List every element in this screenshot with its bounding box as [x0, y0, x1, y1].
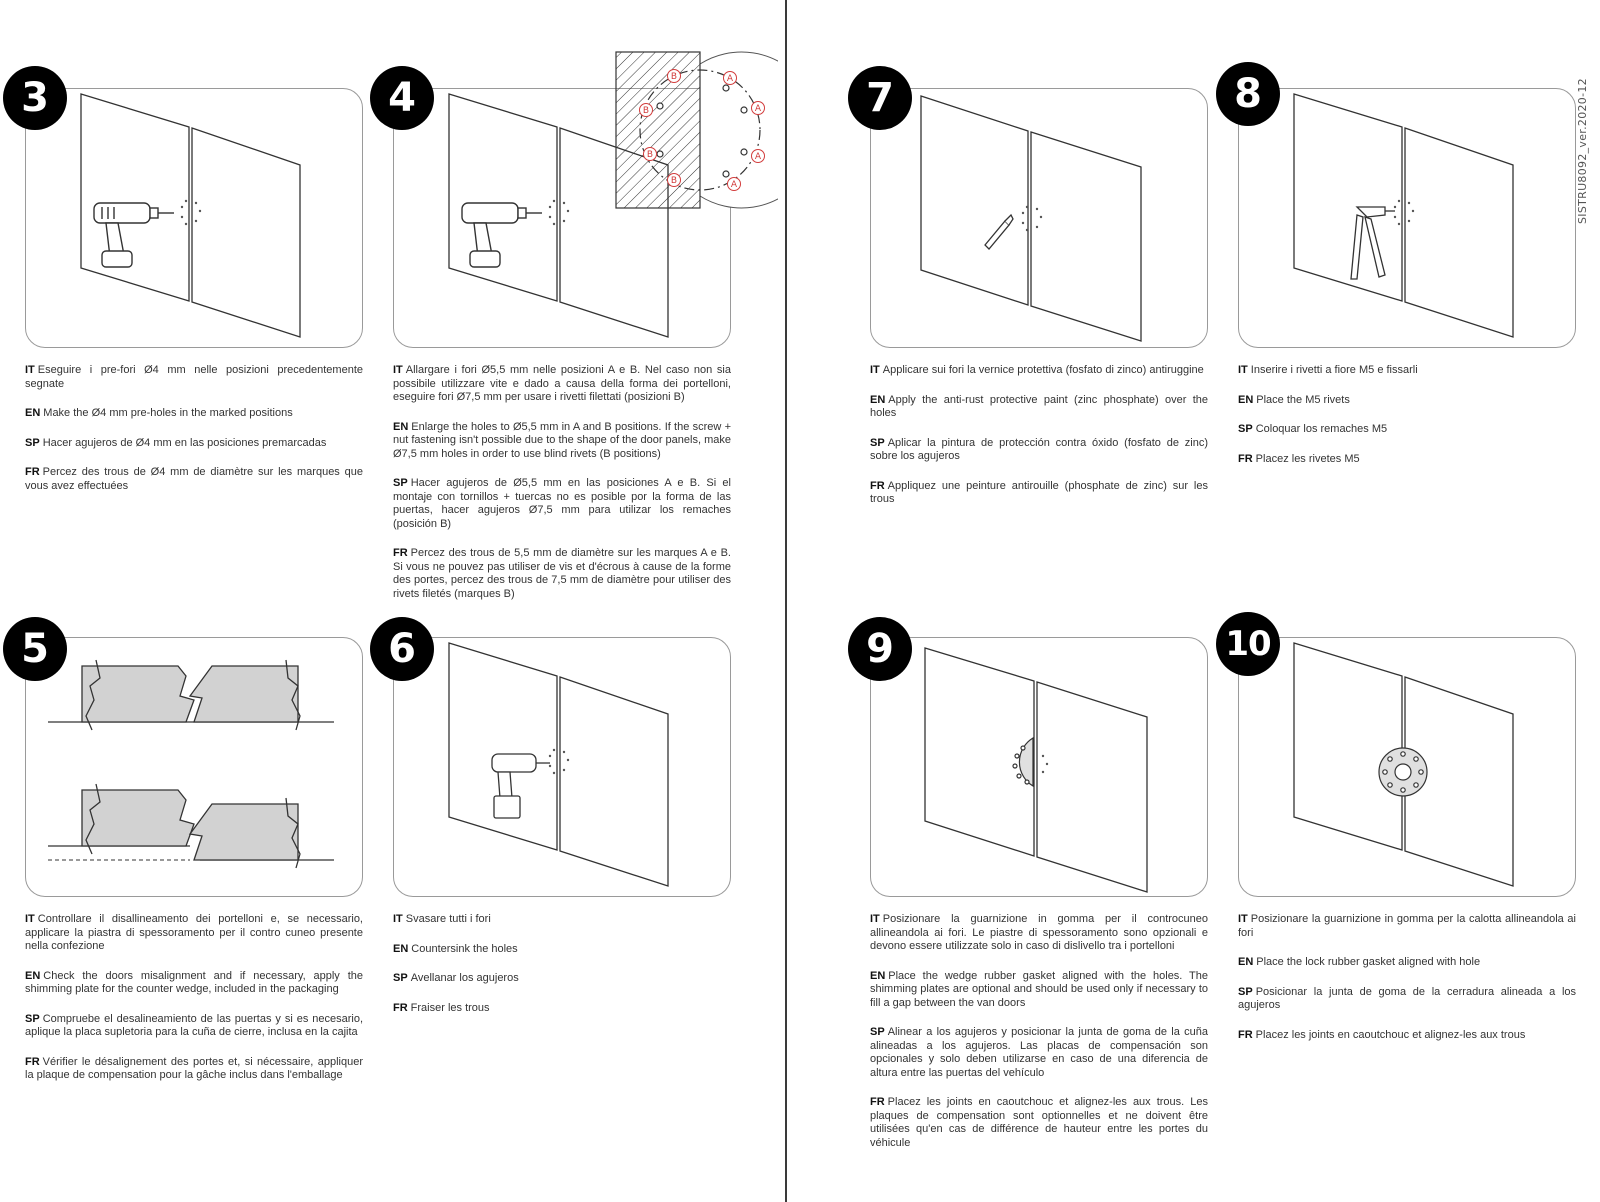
drill-icon [462, 203, 542, 267]
label-b: B [671, 176, 677, 186]
step-3-badge: 3 [3, 66, 67, 130]
cordless-drill-icon [492, 754, 550, 818]
right-door-panel [192, 128, 300, 337]
label-a: A [727, 74, 734, 84]
step-4-badge: 4 [370, 66, 434, 130]
label-b: B [647, 150, 653, 160]
step-10-illustration [1238, 637, 1576, 897]
step-6-illustration [393, 637, 731, 897]
label-a: A [731, 180, 738, 190]
step-10-badge: 10 [1216, 612, 1280, 676]
document-code: SISTRU8092_ver.2020-12 [1576, 44, 1592, 224]
label-a: A [755, 152, 762, 162]
left-door-panel [81, 94, 189, 301]
step-7-illustration [870, 88, 1208, 348]
label-b: B [643, 106, 649, 116]
step-5-illustration [25, 637, 363, 897]
step-7-badge: 7 [848, 66, 912, 130]
step-4-hole-detail: A A A A B B B B [614, 48, 778, 212]
step-5-badge: 5 [3, 617, 67, 681]
label-b: B [671, 72, 677, 82]
drill-icon [94, 203, 174, 267]
step-3-illustration [25, 88, 363, 348]
label-a: A [755, 104, 762, 114]
profile-top [48, 660, 334, 730]
step-8-badge: 8 [1216, 62, 1280, 126]
step-9-illustration [870, 637, 1208, 897]
center-divider [785, 0, 787, 1202]
step-6-badge: 6 [370, 617, 434, 681]
rivet-gun-icon [1351, 207, 1395, 279]
step-8-illustration [1238, 88, 1576, 348]
profile-bottom [48, 784, 334, 868]
brush-icon [985, 215, 1013, 249]
marked-holes [181, 200, 201, 225]
lock-gasket [1379, 748, 1427, 796]
step-9-badge: 9 [848, 617, 912, 681]
wedge-gasket [1013, 738, 1033, 786]
